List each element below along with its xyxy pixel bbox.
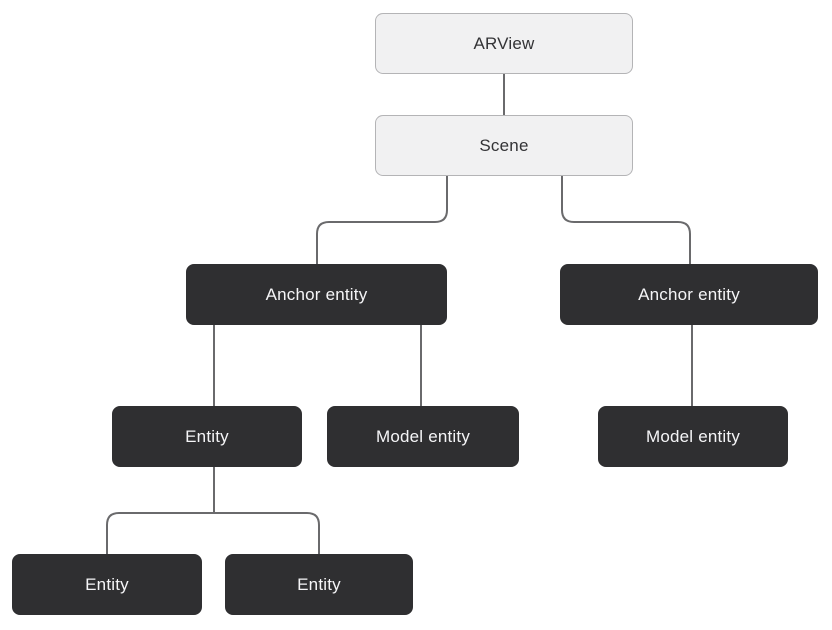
node-entity-bottom-left: Entity <box>12 554 202 615</box>
node-scene: Scene <box>375 115 633 176</box>
node-arview-label: ARView <box>473 33 535 53</box>
edge-scene-anchor-left <box>316 176 448 264</box>
edge-entity-mid-children-branch <box>106 512 320 554</box>
node-anchor-entity-right: Anchor entity <box>560 264 818 325</box>
node-arview: ARView <box>375 13 633 74</box>
node-anchor-entity-right-label: Anchor entity <box>638 284 740 304</box>
node-entity-bottom-right: Entity <box>225 554 413 615</box>
node-model-entity-mid-label: Model entity <box>375 426 471 446</box>
node-model-entity-right: Model entity <box>598 406 788 467</box>
node-scene-label: Scene <box>479 135 529 155</box>
node-anchor-entity-left-label: Anchor entity <box>265 284 368 304</box>
edge-scene-anchor-right <box>561 176 691 264</box>
node-entity-mid: Entity <box>112 406 302 467</box>
node-entity-bottom-left-label: Entity <box>85 574 129 594</box>
node-entity-bottom-right-label: Entity <box>297 574 341 594</box>
node-model-entity-mid: Model entity <box>327 406 519 467</box>
node-anchor-entity-left: Anchor entity <box>186 264 447 325</box>
node-model-entity-right-label: Model entity <box>645 426 741 446</box>
node-entity-mid-label: Entity <box>185 426 229 446</box>
